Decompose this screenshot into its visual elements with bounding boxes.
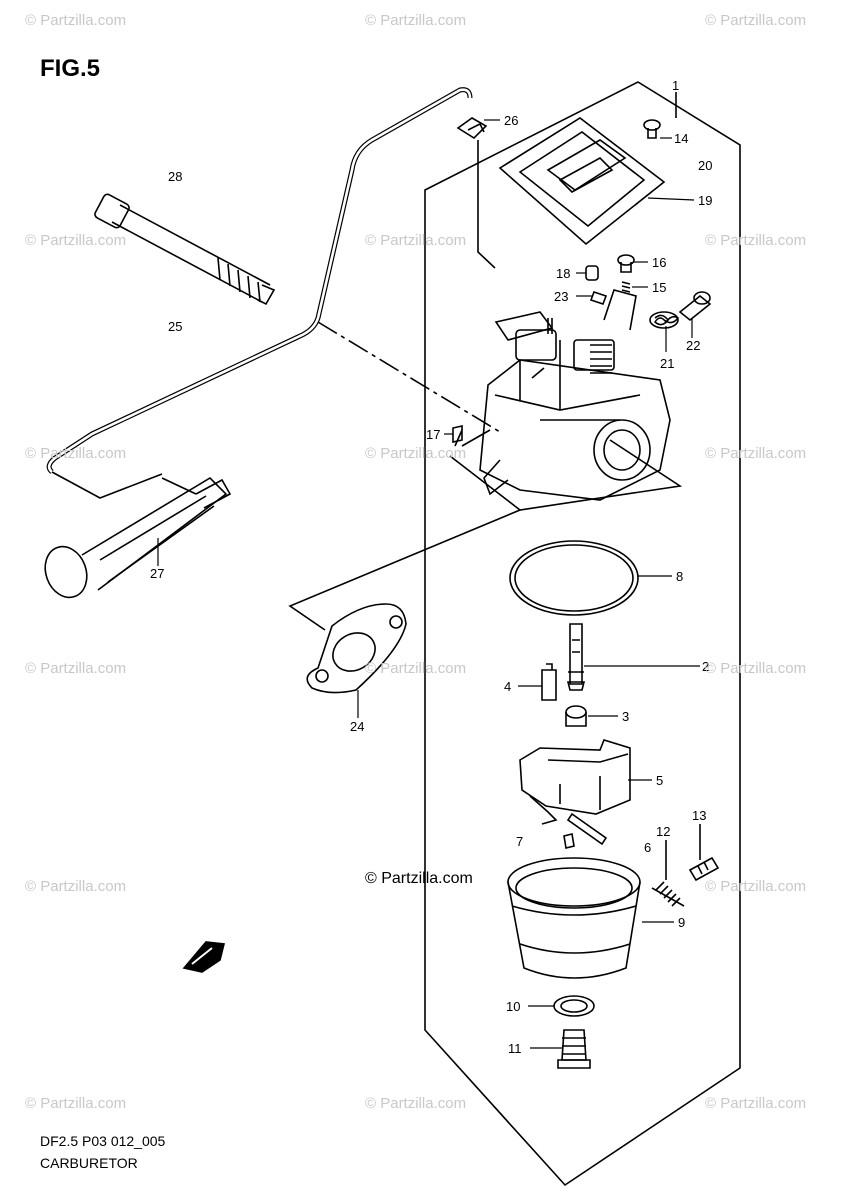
watermark: © Partzilla.com [25, 1095, 127, 1112]
clip-26 [456, 117, 488, 140]
part-label-19: 19 [698, 193, 712, 208]
center-watermark: © Partzilla.com [365, 870, 473, 887]
leader-lines [157, 119, 700, 1049]
part-label-28: 28 [168, 169, 182, 184]
part-label-8: 8 [676, 569, 683, 584]
choke-knob [44, 476, 232, 599]
jet-4 [541, 663, 557, 701]
part-label-6: 6 [644, 840, 651, 855]
watermark: © Partzilla.com [365, 445, 467, 462]
plug-18 [585, 265, 599, 281]
watermark: © Partzilla.com [705, 1095, 807, 1112]
float-pin-7 [566, 812, 608, 846]
watermark: © Partzilla.com [365, 232, 467, 249]
watermark: © Partzilla.com [25, 445, 127, 462]
part-label-17: 17 [426, 427, 440, 442]
part-label-10: 10 [506, 999, 520, 1014]
part-label-15: 15 [652, 280, 666, 295]
fwd-arrow-icon [182, 941, 225, 973]
watermark: © Partzilla.com [25, 660, 127, 677]
screw-16 [617, 254, 635, 273]
part-labels: 1 2 3 4 5 6 7 8 9 10 11 12 13 14 15 16 1… [150, 78, 712, 1056]
float-5 [519, 739, 631, 825]
spring-15 [621, 281, 631, 293]
part-label-4: 4 [504, 679, 511, 694]
spring-12 [651, 881, 685, 907]
part-label-21: 21 [660, 356, 674, 371]
linkage-rod [46, 87, 473, 474]
washer-10 [553, 995, 595, 1017]
part-label-14: 14 [674, 131, 688, 146]
part-label-1: 1 [672, 78, 679, 93]
top-gasket [498, 117, 666, 246]
screw-17 [452, 425, 491, 447]
assembly-frame [424, 81, 741, 1187]
screw-13 [688, 856, 720, 882]
part-label-25: 25 [168, 319, 182, 334]
watermark: © Partzilla.com [25, 232, 127, 249]
gasket-24 [306, 603, 407, 694]
part-label-9: 9 [678, 915, 685, 930]
part-label-20: 20 [698, 158, 712, 173]
screw-23 [589, 290, 608, 306]
part-label-26: 26 [504, 113, 518, 128]
figure-caption: CARBURETOR [40, 1155, 138, 1171]
part-label-24: 24 [350, 719, 364, 734]
emulsion-tube-2 [566, 623, 586, 691]
part-label-16: 16 [652, 255, 666, 270]
part-label-23: 23 [554, 289, 568, 304]
oring-8 [509, 540, 639, 616]
part-label-2: 2 [702, 659, 709, 674]
main-jet-3 [565, 705, 587, 727]
part-label-12: 12 [656, 824, 670, 839]
figure-title: FIG.5 [40, 55, 101, 82]
watermark: © Partzilla.com [365, 660, 467, 677]
part-label-7: 7 [516, 834, 523, 849]
part-label-3: 3 [622, 709, 629, 724]
watermark: © Partzilla.com [25, 12, 127, 29]
part-label-27: 27 [150, 566, 164, 581]
watermark: © Partzilla.com [365, 12, 467, 29]
carburetor-body [479, 289, 671, 501]
part-label-18: 18 [556, 266, 570, 281]
screw-22 [678, 291, 712, 322]
needle-valve-6 [563, 833, 575, 849]
watermark: © Partzilla.com [705, 12, 807, 29]
screw-14 [643, 119, 661, 139]
watermark: © Partzilla.com [705, 232, 807, 249]
watermark: © Partzilla.com [705, 660, 807, 677]
float-bowl-9 [507, 857, 641, 979]
watermark: © Partzilla.com [25, 878, 127, 895]
figure-code: DF2.5 P03 012_005 [40, 1133, 166, 1149]
drain-plug-11 [557, 1029, 591, 1069]
part-label-11: 11 [508, 1041, 522, 1056]
part-label-22: 22 [686, 338, 700, 353]
watermark: © Partzilla.com [705, 445, 807, 462]
watermark: © Partzilla.com [705, 878, 807, 895]
part-label-13: 13 [692, 808, 706, 823]
watermark: © Partzilla.com [365, 1095, 467, 1112]
throttle-shaft [94, 193, 276, 306]
part-label-5: 5 [656, 773, 663, 788]
spring-21 [649, 311, 680, 329]
